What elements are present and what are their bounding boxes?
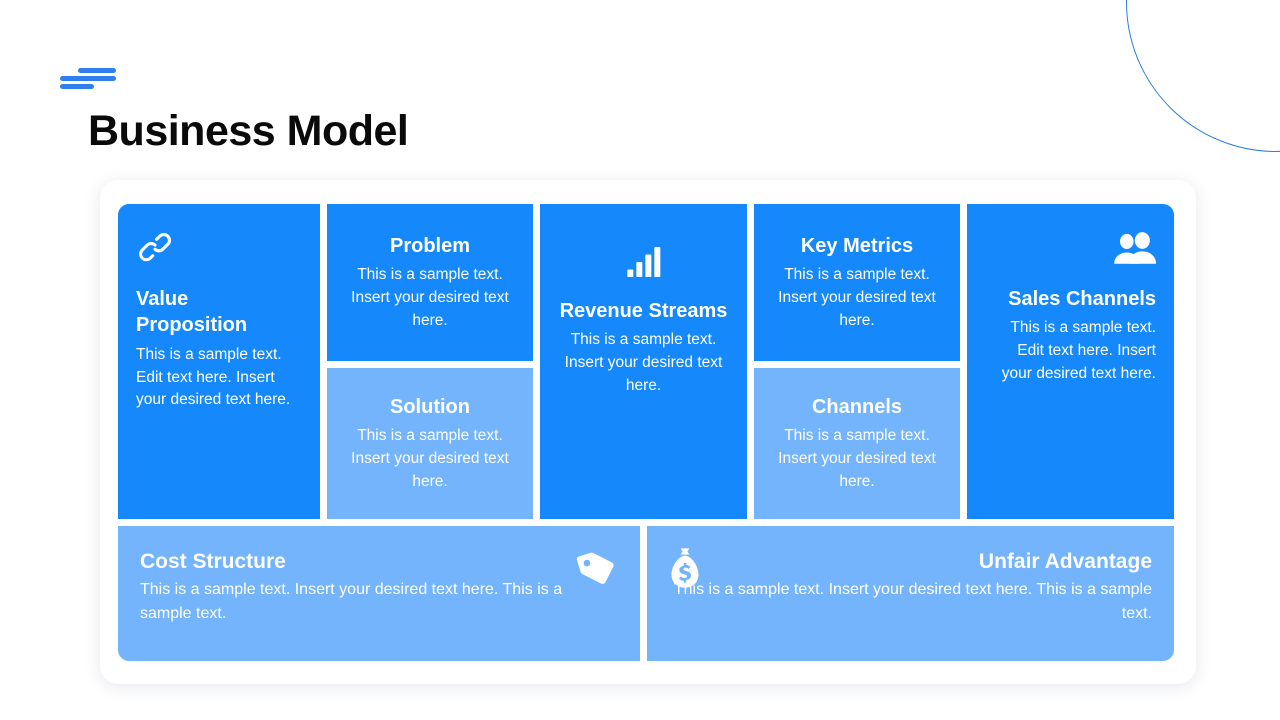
column-revenue-streams: Revenue Streams This is a sample text. I… bbox=[540, 204, 747, 519]
page-title: Business Model bbox=[88, 107, 409, 155]
card-body: This is a sample text. Edit text here. I… bbox=[1001, 319, 1156, 382]
card-unfair-advantage[interactable]: Unfair Advantage This is a sample text. … bbox=[647, 526, 1174, 661]
card-title: Revenue Streams bbox=[559, 300, 728, 322]
column-key-metrics-channels: Key Metrics This is a sample text. Inser… bbox=[754, 204, 960, 519]
card-body: This is a sample text. Insert your desir… bbox=[564, 331, 723, 394]
column-problem-solution: Problem This is a sample text. Insert yo… bbox=[327, 204, 533, 519]
bar-chart-icon bbox=[624, 242, 664, 282]
card-body: This is a sample text. Insert your desir… bbox=[140, 581, 563, 623]
card-title: Key Metrics bbox=[800, 234, 914, 257]
grid-top-row: Value Proposition This is a sample text.… bbox=[118, 204, 1174, 519]
card-cost-structure[interactable]: Cost Structure This is a sample text. In… bbox=[118, 526, 640, 661]
card-body: This is a sample text. Edit text here. I… bbox=[136, 345, 291, 409]
users-icon bbox=[985, 230, 1156, 268]
content-panel: Value Proposition This is a sample text.… bbox=[100, 180, 1196, 684]
money-bag-icon bbox=[665, 546, 705, 590]
card-body: This is a sample text. Insert your desir… bbox=[778, 266, 936, 329]
card-title: Channels bbox=[811, 395, 903, 418]
card-title: Cost Structure bbox=[140, 550, 286, 573]
card-body: This is a sample text. Insert your desir… bbox=[351, 427, 509, 490]
column-value-proposition: Value Proposition This is a sample text.… bbox=[118, 204, 320, 519]
price-tag-icon bbox=[576, 548, 618, 590]
link-icon bbox=[136, 230, 302, 268]
card-title: Solution bbox=[390, 395, 470, 418]
card-key-metrics[interactable]: Key Metrics This is a sample text. Inser… bbox=[754, 204, 960, 361]
card-body: This is a sample text. Insert your desir… bbox=[351, 266, 509, 329]
card-sales-channels[interactable]: Sales Channels This is a sample text. Ed… bbox=[967, 204, 1174, 519]
card-body: This is a sample text. Insert your desir… bbox=[673, 581, 1152, 623]
business-model-grid: Value Proposition This is a sample text.… bbox=[118, 204, 1174, 661]
card-problem[interactable]: Problem This is a sample text. Insert yo… bbox=[327, 204, 533, 361]
three-bars-accent-icon bbox=[60, 68, 116, 92]
circle-outline-decoration-icon bbox=[1126, 0, 1280, 152]
card-channels[interactable]: Channels This is a sample text. Insert y… bbox=[754, 368, 960, 519]
card-revenue-streams[interactable]: Revenue Streams This is a sample text. I… bbox=[540, 204, 747, 519]
card-title: Unfair Advantage bbox=[978, 550, 1152, 573]
card-solution[interactable]: Solution This is a sample text. Insert y… bbox=[327, 368, 533, 519]
card-value-proposition[interactable]: Value Proposition This is a sample text.… bbox=[118, 204, 320, 519]
column-sales-channels: Sales Channels This is a sample text. Ed… bbox=[967, 204, 1174, 519]
card-title: Problem bbox=[389, 234, 471, 257]
card-title: Sales Channels bbox=[1008, 288, 1156, 310]
grid-bottom-row: Cost Structure This is a sample text. In… bbox=[118, 526, 1174, 661]
card-body: This is a sample text. Insert your desir… bbox=[778, 427, 936, 490]
card-title: Value Proposition bbox=[136, 288, 248, 337]
